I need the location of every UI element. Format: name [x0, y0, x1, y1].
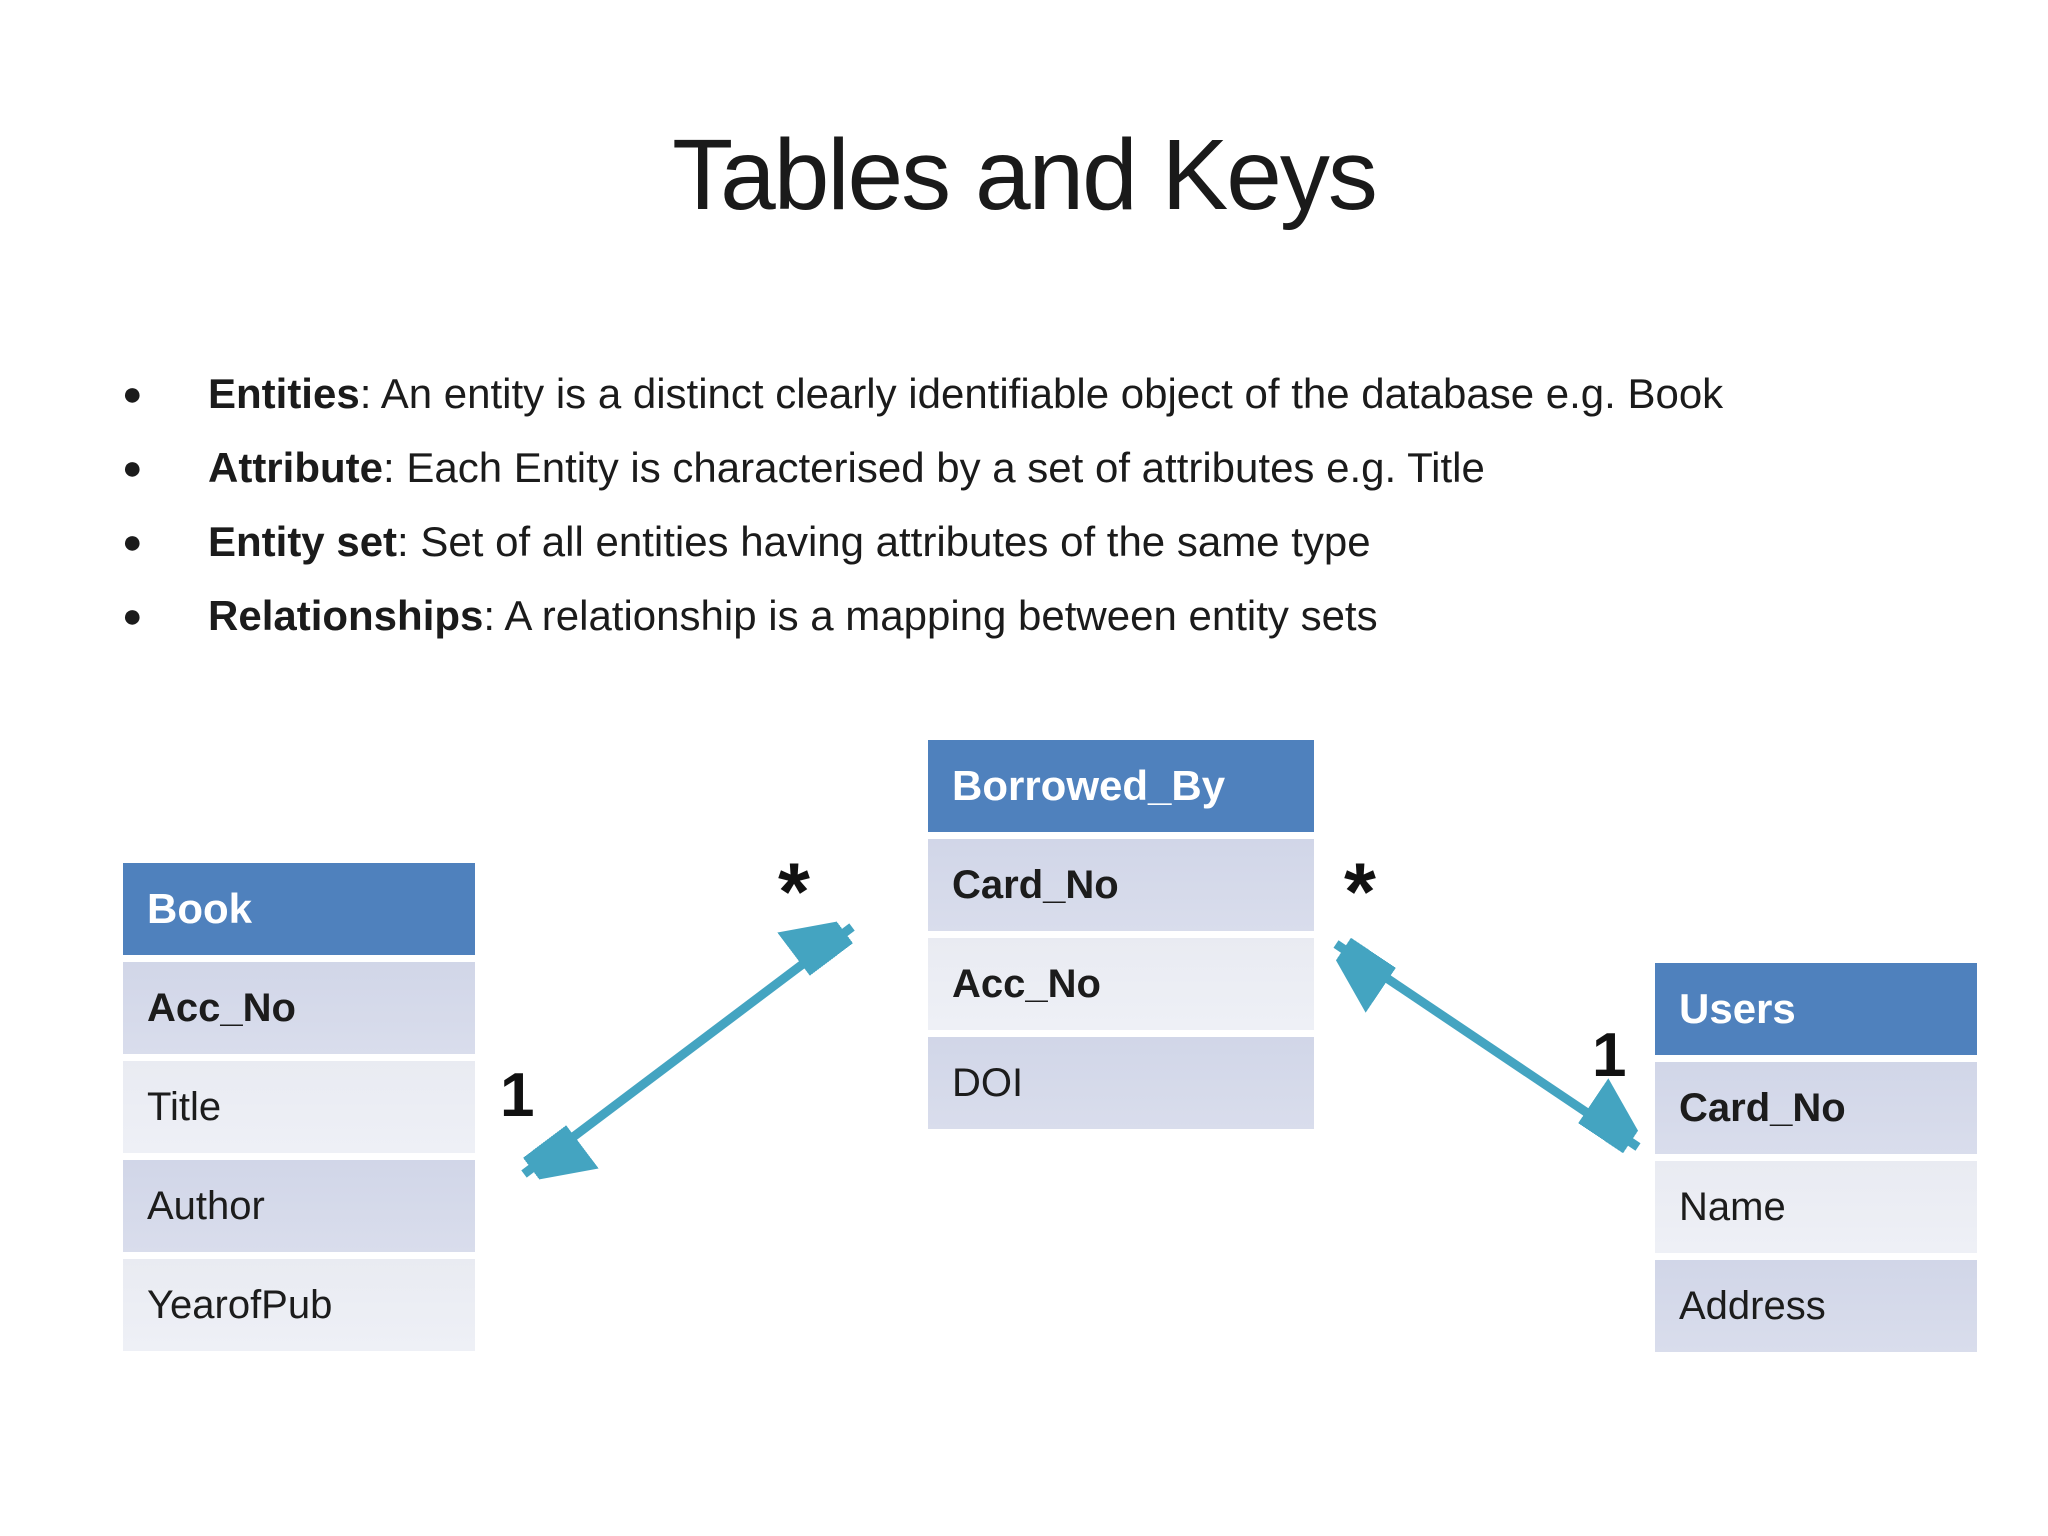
- table-users-header: Users: [1655, 963, 1977, 1055]
- bullet-item-attribute: ● Attribute: Each Entity is characterise…: [118, 442, 1948, 494]
- bullet-list: ● Entities: An entity is a distinct clea…: [118, 368, 1948, 664]
- cardinality-borrowed-end-right: *: [1344, 847, 1376, 938]
- table-row: Acc_No: [123, 962, 475, 1054]
- cardinality-book-end: 1: [500, 1061, 535, 1130]
- bullet-rest: : A relationship is a mapping between en…: [483, 592, 1378, 639]
- bullet-item-entity-set: ● Entity set: Set of all entities having…: [118, 516, 1948, 568]
- bullet-item-entities: ● Entities: An entity is a distinct clea…: [118, 368, 1948, 420]
- table-book-header: Book: [123, 863, 475, 955]
- table-row: Title: [123, 1061, 475, 1153]
- bullet-icon: ●: [122, 449, 143, 487]
- table-row: YearofPub: [123, 1259, 475, 1351]
- table-row: Address: [1655, 1260, 1977, 1352]
- table-book: Book Acc_No Title Author YearofPub: [123, 863, 475, 1358]
- bullet-term: Attribute: [208, 444, 383, 491]
- arrow-book-borrowed: [521, 927, 855, 1174]
- table-users: Users Card_No Name Address: [1655, 963, 1977, 1359]
- bullet-rest: : Each Entity is characterised by a set …: [382, 444, 1485, 491]
- table-row: Author: [123, 1160, 475, 1252]
- bullet-term: Entity set: [208, 518, 398, 565]
- table-row: Card_No: [928, 839, 1314, 931]
- bullet-icon: ●: [122, 375, 143, 413]
- bullet-item-relationships: ● Relationships: A relationship is a map…: [118, 590, 1948, 642]
- cardinality-borrowed-end-left: *: [778, 847, 810, 938]
- bullet-icon: ●: [122, 597, 143, 635]
- bullet-term: Entities: [208, 370, 360, 417]
- table-row: Card_No: [1655, 1062, 1977, 1154]
- cardinality-users-end: 1: [1592, 1021, 1627, 1090]
- slide-title: Tables and Keys: [672, 119, 1378, 231]
- bullet-rest: : Set of all entities having attributes …: [397, 518, 1371, 565]
- table-borrowed-by-header: Borrowed_By: [928, 740, 1314, 832]
- table-row: Acc_No: [928, 938, 1314, 1030]
- bullet-text: Entity set: Set of all entities having a…: [208, 516, 1371, 568]
- table-row: Name: [1655, 1161, 1977, 1253]
- bullet-term: Relationships: [208, 592, 484, 639]
- table-row: DOI: [928, 1037, 1314, 1129]
- bullet-text: Attribute: Each Entity is characterised …: [208, 442, 1485, 494]
- table-borrowed-by: Borrowed_By Card_No Acc_No DOI: [928, 740, 1314, 1136]
- bullet-text: Relationships: A relationship is a mappi…: [208, 590, 1378, 642]
- bullet-rest: : An entity is a distinct clearly identi…: [359, 370, 1724, 417]
- bullet-icon: ●: [122, 523, 143, 561]
- bullet-text: Entities: An entity is a distinct clearl…: [208, 368, 1723, 420]
